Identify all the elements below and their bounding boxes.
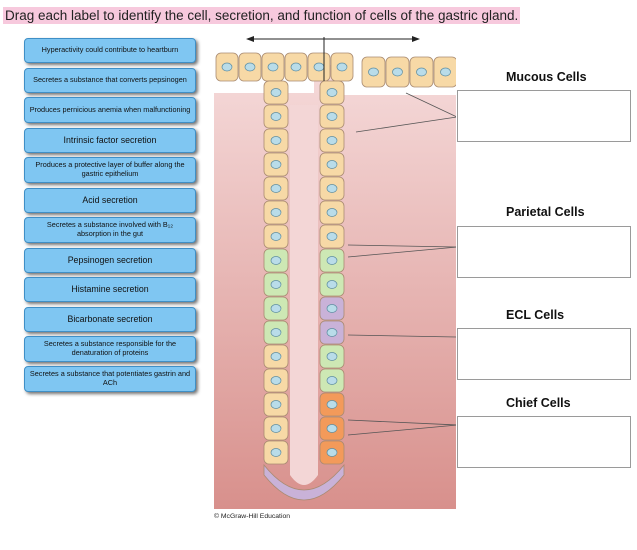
surface-mucous-cell-left-nucleus — [313, 62, 325, 72]
gland-wall-cell-right-nucleus — [326, 112, 338, 121]
draggable-label-b12[interactable]: Secretes a substance involved with B₁₂ a… — [24, 217, 196, 243]
gland-wall-cell-left-nucleus — [270, 88, 282, 97]
draggable-label-intrinsic-factor[interactable]: Intrinsic factor secretion — [24, 128, 196, 153]
gland-wall-cell-left-nucleus — [270, 160, 282, 169]
gland-wall-cell-left-nucleus — [270, 400, 282, 409]
target-title-chief: Chief Cells — [506, 396, 571, 410]
surface-mucous-cell-left-nucleus — [244, 62, 256, 72]
gland-wall-cell-right-nucleus — [326, 208, 338, 217]
gland-wall-cell-left-nucleus — [270, 376, 282, 385]
gland-wall-cell-left-nucleus — [270, 232, 282, 241]
gland-wall-cell-left-nucleus — [270, 304, 282, 313]
gland-wall-cell-right-nucleus — [326, 232, 338, 241]
gland-wall-cell-left-nucleus — [270, 424, 282, 433]
target-title-ecl: ECL Cells — [506, 308, 565, 322]
gland-wall-cell-right-nucleus — [326, 328, 338, 337]
leader-line — [405, 92, 456, 117]
leader-line — [347, 424, 456, 436]
gland-wall-cell-left-nucleus — [270, 448, 282, 457]
surface-mucous-cell-left-nucleus — [290, 62, 302, 72]
surface-mucous-cell-left-nucleus — [267, 62, 279, 72]
gland-wall-cell-left-nucleus — [270, 328, 282, 337]
surface-mucous-cell-left-nucleus — [336, 62, 348, 72]
draggable-label-bicarbonate[interactable]: Bicarbonate secretion — [24, 307, 196, 332]
gland-wall-cell-left-nucleus — [270, 184, 282, 193]
draggable-label-acid[interactable]: Acid secretion — [24, 188, 196, 213]
gland-wall-cell-left-nucleus — [270, 280, 282, 289]
surface-mucous-cell-right-nucleus — [416, 67, 427, 77]
gland-wall-cell-right-nucleus — [326, 376, 338, 385]
surface-mucous-cell-right-nucleus — [440, 67, 451, 77]
target-title-parietal: Parietal Cells — [506, 205, 585, 219]
gland-base — [263, 463, 345, 501]
draggable-label-histamine[interactable]: Histamine secretion — [24, 277, 196, 302]
gland-wall-cell-right-nucleus — [326, 400, 338, 409]
gland-wall-cell-right-nucleus — [326, 424, 338, 433]
gland-wall-cell-left-nucleus — [270, 352, 282, 361]
draggable-label-gastrin[interactable]: Secretes a substance that potentiates ga… — [24, 366, 196, 392]
leader-line — [347, 334, 456, 338]
draggable-label-pepsinogen[interactable]: Pepsinogen secretion — [24, 248, 196, 273]
gland-wall-cell-right-nucleus — [326, 184, 338, 193]
drop-zone-ecl[interactable] — [457, 328, 631, 380]
gland-wall-cell-right-nucleus — [326, 256, 338, 265]
gland-wall-cell-left-nucleus — [270, 256, 282, 265]
target-title-mucous: Mucous Cells — [506, 70, 587, 84]
drop-zone-chief[interactable] — [457, 416, 631, 468]
draggable-label-heartburn[interactable]: Hyperactivity could contribute to heartb… — [24, 38, 196, 63]
drop-zone-mucous[interactable] — [457, 90, 631, 142]
gland-wall-cell-right-nucleus — [326, 160, 338, 169]
surface-mucous-cell-left-nucleus — [221, 62, 233, 72]
leader-line — [347, 246, 456, 258]
gland-wall-cell-right-nucleus — [326, 88, 338, 97]
draggable-label-pepsinogen-converter[interactable]: Secretes a substance that converts pepsi… — [24, 68, 196, 93]
leader-line — [347, 244, 456, 248]
surface-mucous-cell-right-nucleus — [392, 67, 403, 77]
draggable-label-buffer-layer[interactable]: Produces a protective layer of buffer al… — [24, 157, 196, 183]
drop-zone-parietal[interactable] — [457, 226, 631, 278]
gastric-gland-figure — [214, 35, 456, 509]
gastric-gland-illustration — [214, 35, 456, 509]
gland-wall-cell-left-nucleus — [270, 208, 282, 217]
gland-lumen — [290, 105, 318, 485]
gland-wall-cell-right-nucleus — [326, 352, 338, 361]
flow-arrowhead-left — [246, 36, 254, 42]
gland-wall-cell-left-nucleus — [270, 112, 282, 121]
gland-wall-cell-right-nucleus — [326, 448, 338, 457]
gland-wall-cell-right-nucleus — [326, 136, 338, 145]
gland-wall-cell-right-nucleus — [326, 280, 338, 289]
leader-line — [355, 116, 456, 133]
gland-wall-cell-left-nucleus — [270, 136, 282, 145]
copyright-credit: © McGraw-Hill Education — [214, 513, 291, 520]
instruction-text: Drag each label to identify the cell, se… — [3, 7, 521, 24]
flow-arrowhead-right — [412, 36, 420, 42]
gland-wall-cell-right-nucleus — [326, 304, 338, 313]
draggable-label-denaturation[interactable]: Secretes a substance responsible for the… — [24, 336, 196, 362]
surface-mucous-cell-right-nucleus — [368, 67, 379, 77]
leader-line — [347, 419, 456, 426]
draggable-label-pernicious-anemia[interactable]: Produces pernicious anemia when malfunct… — [24, 97, 196, 123]
